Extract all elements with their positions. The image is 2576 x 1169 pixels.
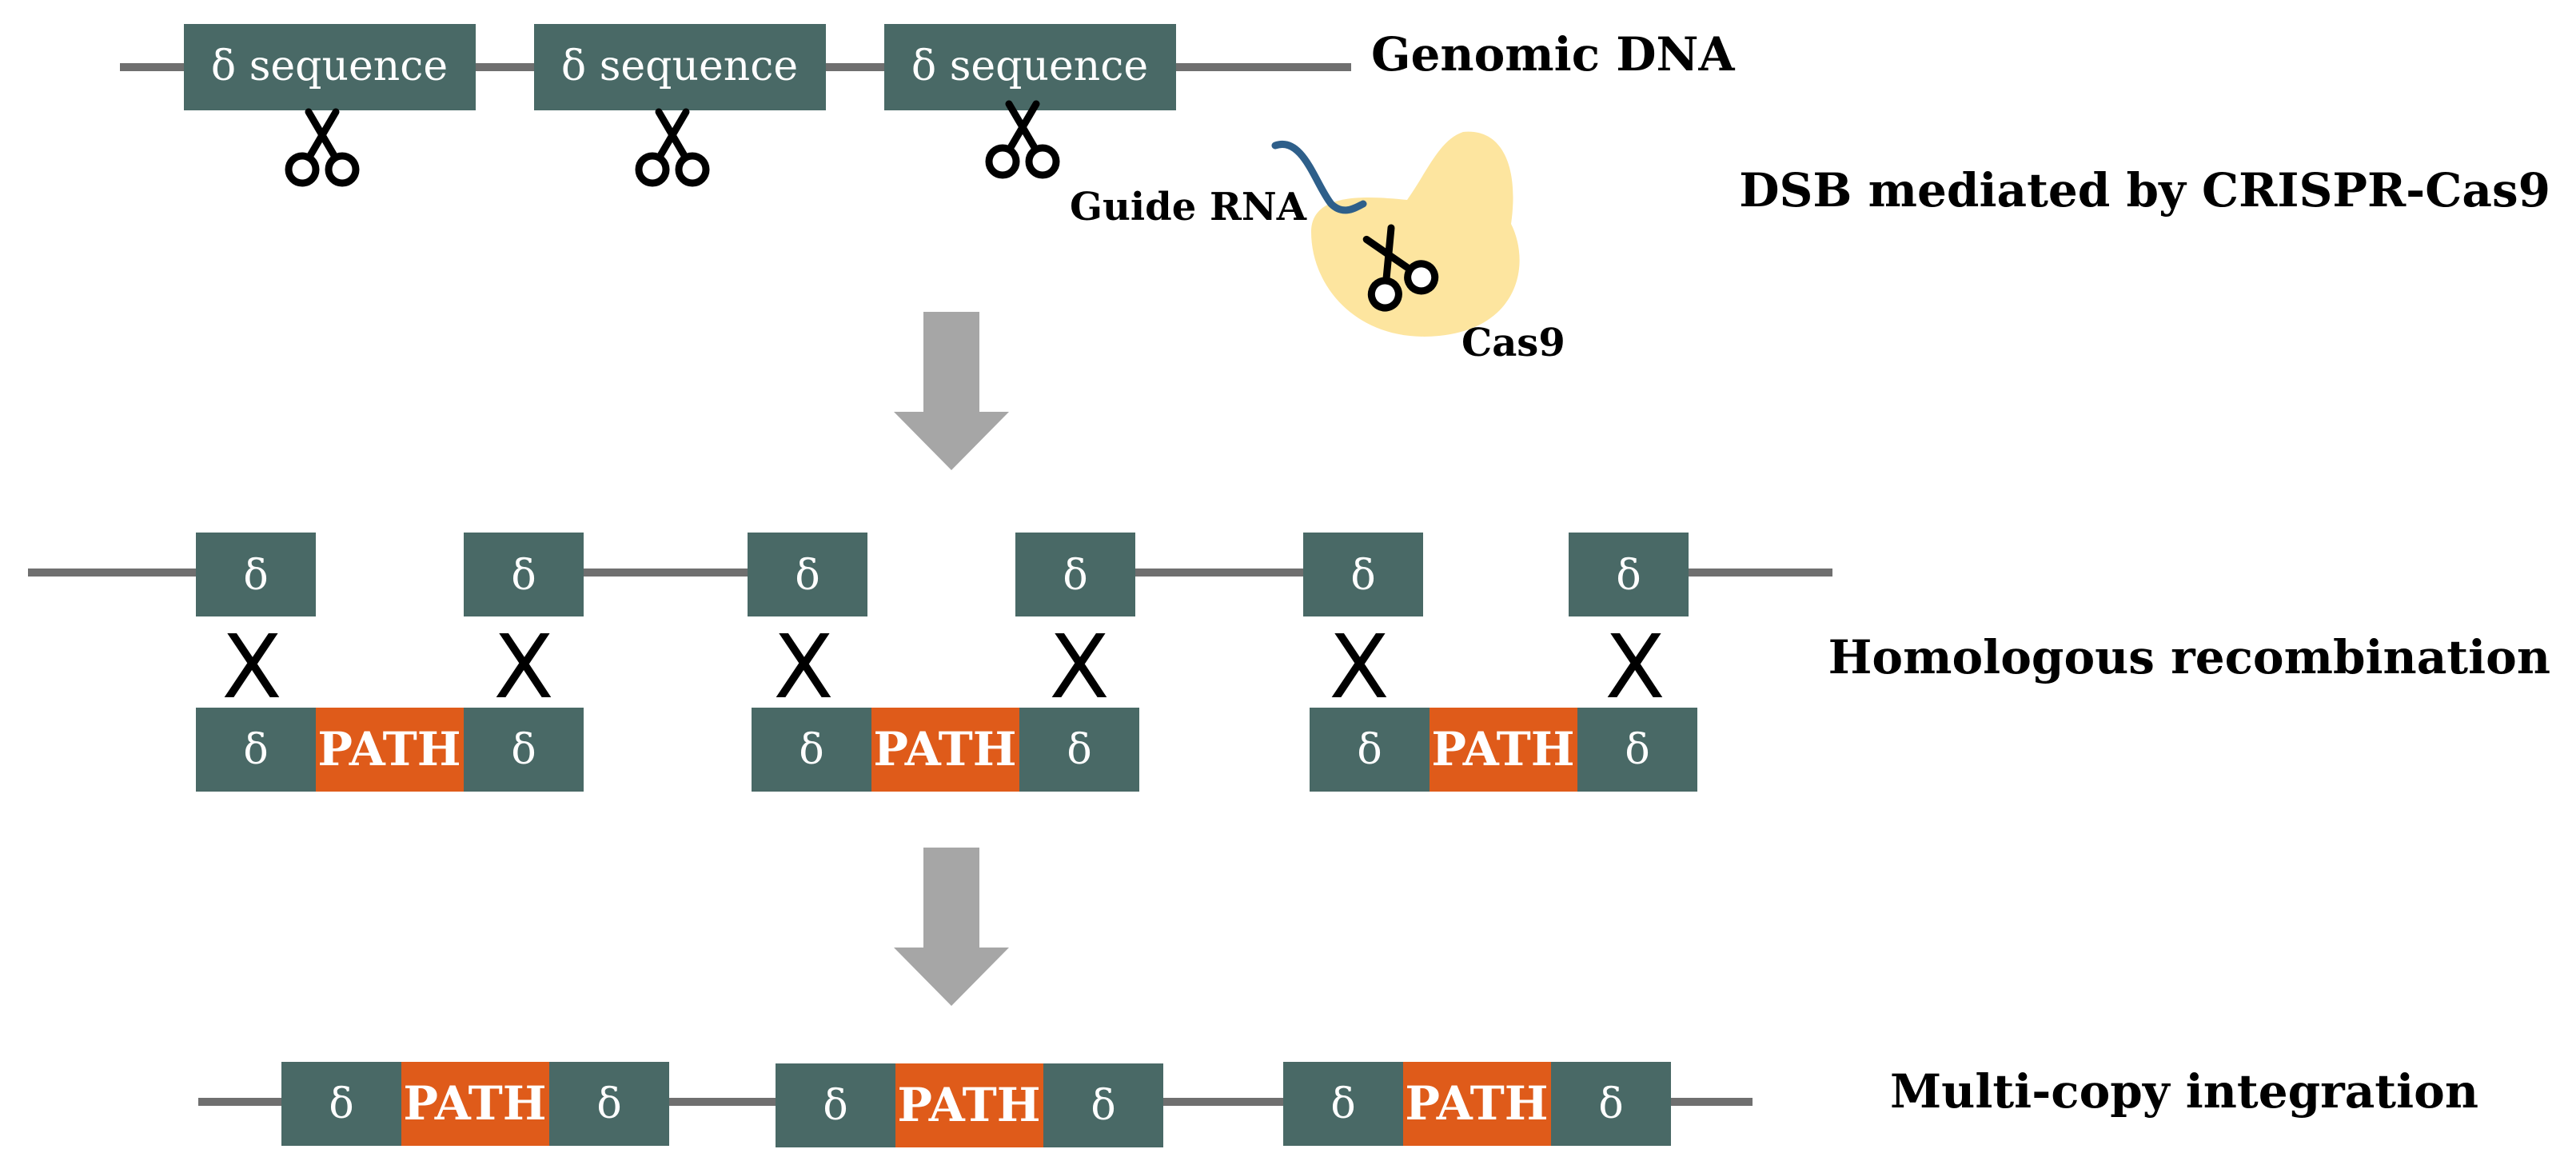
cas9-label: Cas9 <box>1461 321 1565 365</box>
delta-symbol: δ <box>1063 552 1087 600</box>
genomic-delta-box: δ <box>464 533 584 616</box>
integrated-cassette-2: δ PATH δ <box>776 1063 1163 1147</box>
donor-cassette-2: δ PATH δ <box>752 708 1139 792</box>
scissors-icon <box>989 104 1056 175</box>
path-label: PATH <box>317 722 461 776</box>
integrated-cassette-1: δ PATH δ <box>281 1062 669 1146</box>
delta-symbol: δ <box>1616 552 1641 600</box>
integration-step-label: Multi-copy integration <box>1890 1064 2478 1119</box>
crossover-mark: X <box>221 616 281 718</box>
genomic-dna-label: Genomic DNA <box>1371 27 1736 82</box>
delta-sequence-label: δ sequence <box>911 42 1148 90</box>
delta-sequence-box-2: δ sequence <box>534 24 826 110</box>
crossover-mark: X <box>773 616 833 718</box>
integrated-cassette-3: δ PATH δ <box>1283 1062 1671 1146</box>
cas9-complex: Guide RNA Cas9 <box>1070 131 1565 365</box>
delta-symbol: δ <box>243 552 268 600</box>
scissors-icon <box>639 112 706 183</box>
down-arrow-2 <box>894 848 1009 1006</box>
crossover-mark: X <box>1329 616 1389 718</box>
delta-sequence-label: δ sequence <box>211 42 448 90</box>
delta-symbol: δ <box>511 552 536 600</box>
delta-symbol: δ <box>511 726 536 774</box>
delta-sequence-box-1: δ sequence <box>184 24 476 110</box>
path-label: PATH <box>897 1078 1040 1132</box>
dsb-step-label: DSB mediated by CRISPR-Cas9 <box>1739 163 2550 217</box>
path-label: PATH <box>403 1076 546 1131</box>
crossover-mark: X <box>1605 616 1665 718</box>
crossover-mark: X <box>493 616 553 718</box>
genomic-delta-box: δ <box>1015 533 1135 616</box>
donor-cassette-3: δ PATH δ <box>1310 708 1697 792</box>
delta-symbol: δ <box>1067 726 1091 774</box>
genomic-delta-box: δ <box>1569 533 1689 616</box>
path-label: PATH <box>1431 722 1574 776</box>
path-label: PATH <box>1405 1076 1548 1131</box>
delta-symbol: δ <box>329 1080 353 1128</box>
delta-symbol: δ <box>823 1082 847 1130</box>
genomic-delta-box: δ <box>196 533 316 616</box>
stage-integration: δ PATH δ δ PATH δ δ PATH δ Multi-copy in… <box>198 1062 2478 1147</box>
delta-symbol: δ <box>596 1080 621 1128</box>
delta-sequence-label: δ sequence <box>561 42 798 90</box>
delta-symbol: δ <box>1350 552 1375 600</box>
delta-symbol: δ <box>799 726 823 774</box>
recombination-step-label: Homologous recombination <box>1828 630 2550 684</box>
down-arrow-1 <box>894 312 1009 470</box>
crossover-mark: X <box>1049 616 1109 718</box>
guide-rna-strand <box>1271 140 1367 214</box>
donor-cassette-1: δ PATH δ <box>196 708 584 792</box>
delta-symbol: δ <box>243 726 268 774</box>
delta-sequence-box-3: δ sequence <box>884 24 1176 110</box>
delta-symbol: δ <box>1598 1080 1623 1128</box>
stage-dsb: δ sequence δ sequence δ sequence Genomic… <box>120 24 2550 365</box>
stage-recombination: δ δ δ δ δ δ X X X X X X δ PATH δ δ PATH … <box>28 533 2550 792</box>
genomic-delta-box: δ <box>748 533 867 616</box>
delta-symbol: δ <box>1625 726 1649 774</box>
delta-symbol: δ <box>1357 726 1382 774</box>
path-label: PATH <box>873 722 1016 776</box>
cas9-protein-shape <box>1311 131 1520 337</box>
scissors-icon <box>289 112 356 183</box>
delta-symbol: δ <box>1091 1082 1115 1130</box>
genomic-delta-box: δ <box>1303 533 1423 616</box>
delta-symbol: δ <box>1330 1080 1355 1128</box>
guide-rna-label: Guide RNA <box>1070 185 1307 229</box>
delta-symbol: δ <box>795 552 819 600</box>
